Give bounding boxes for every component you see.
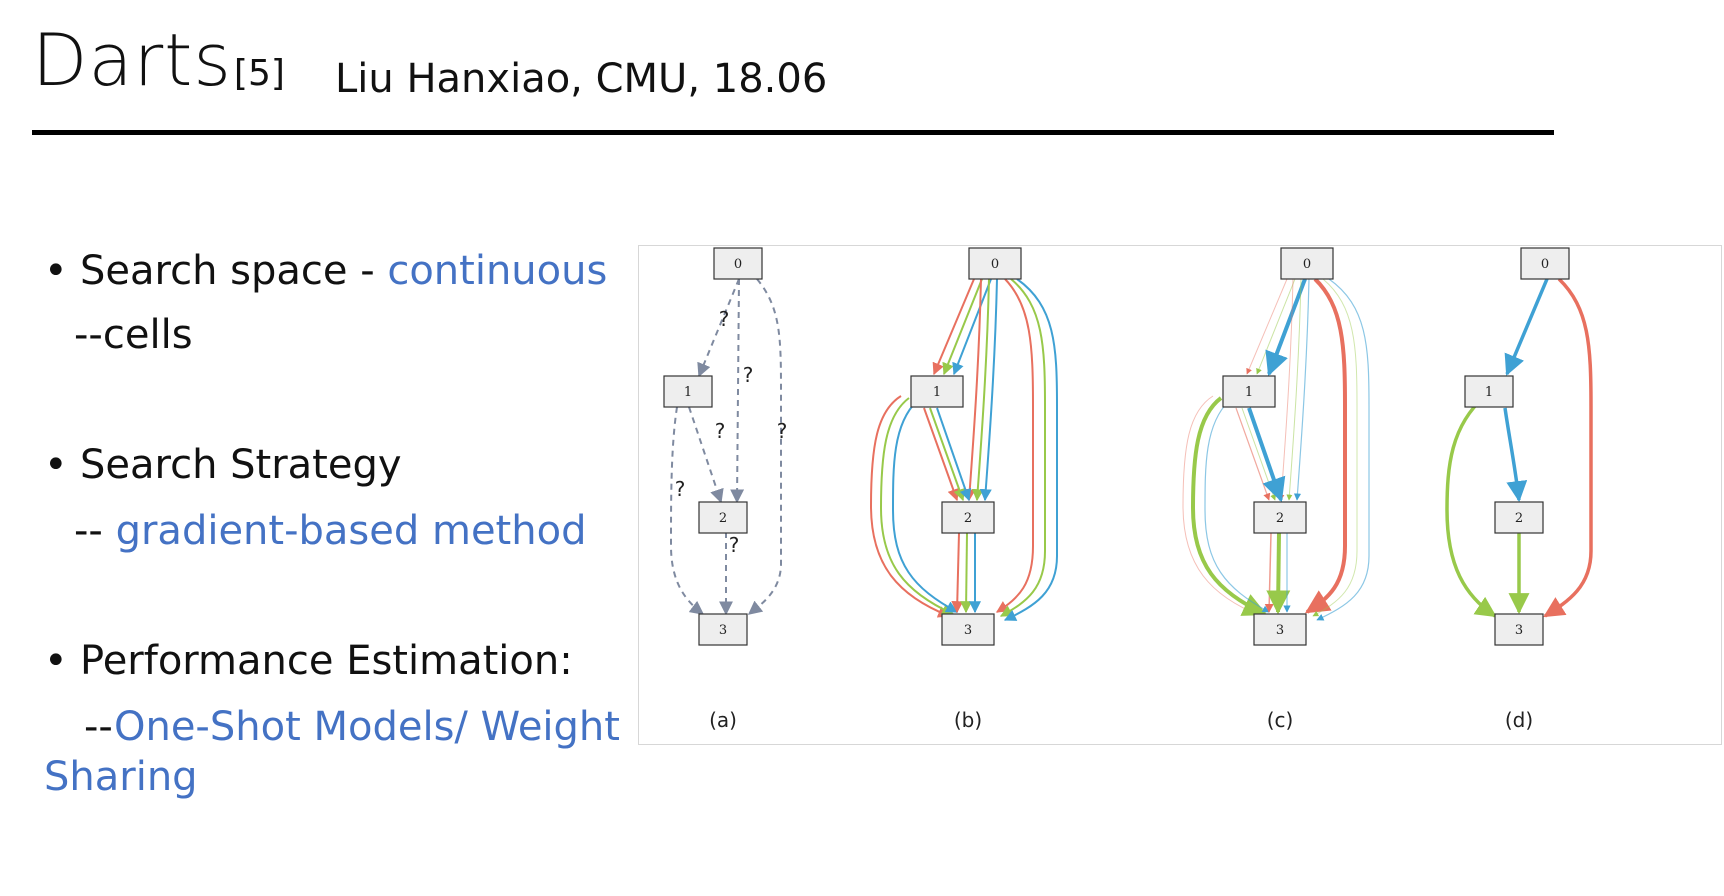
sub-prefix: -- <box>84 704 114 750</box>
bullet-search-space: • Search space - continuous <box>44 248 607 294</box>
node-1 <box>1222 375 1276 408</box>
bullet-sub-one-shot: --One-Shot Models/ Weight <box>84 704 620 750</box>
node-0 <box>1520 247 1570 280</box>
node-label: 2 <box>1515 511 1523 526</box>
node-1 <box>1464 375 1514 408</box>
panel-caption: (d) <box>1505 708 1533 732</box>
bullet-sub-cells: --cells <box>74 312 193 358</box>
bullet-sub-sharing: Sharing <box>44 754 198 800</box>
node-3 <box>698 613 748 646</box>
node-0 <box>968 247 1022 280</box>
panel-caption: (a) <box>709 708 737 732</box>
node-label: 3 <box>719 623 727 638</box>
node-label: 3 <box>1515 623 1523 638</box>
edge-0-2 <box>730 278 745 504</box>
cell-diagram: ? ? ? ? ? ? 0 1 2 3 (a) <box>663 247 1593 732</box>
bullet-dot: • <box>44 248 68 294</box>
bullet-dot: • <box>44 442 68 488</box>
node-label: 3 <box>964 623 972 638</box>
node-label: 0 <box>1303 257 1311 272</box>
bullet-sub-strategy: -- gradient-based method <box>74 508 586 554</box>
bullet-accent: continuous <box>387 248 608 294</box>
node-label: 3 <box>1276 623 1284 638</box>
node-label: 2 <box>719 511 727 526</box>
node-0 <box>713 247 763 280</box>
node-1 <box>663 375 713 408</box>
title-text: Darts <box>32 18 232 102</box>
sub-accent: One-Shot Models/ Weight <box>113 704 620 750</box>
edge-mark: ? <box>719 307 730 331</box>
panel-b: 0 1 2 3 (b) <box>869 247 1058 732</box>
node-label: 1 <box>684 385 692 400</box>
bullet-label: Performance Estimation: <box>80 638 573 684</box>
slide-subtitle: Liu Hanxiao, CMU, 18.06 <box>335 56 828 102</box>
edge-0-3 <box>747 278 782 615</box>
edge-mark: ? <box>743 363 754 387</box>
node-2 <box>1253 501 1307 534</box>
sub-accent: gradient-based method <box>115 508 587 554</box>
edge-mark: ? <box>777 419 788 443</box>
darts-cell-figure: ? ? ? ? ? ? 0 1 2 3 (a) <box>638 245 1722 745</box>
node-label: 2 <box>1276 511 1284 526</box>
edge-1-3 <box>669 406 705 615</box>
node-label: 2 <box>964 511 972 526</box>
node-label: 0 <box>991 257 999 272</box>
node-2 <box>1494 501 1544 534</box>
bullet-performance: • Performance Estimation: <box>44 638 573 684</box>
title-reference: [5] <box>233 53 285 94</box>
edge-1-2 <box>688 406 724 504</box>
edge-mark: ? <box>729 533 740 557</box>
node-3 <box>1494 613 1544 646</box>
node-label: 0 <box>734 257 742 272</box>
edge-0-1 <box>1504 278 1549 376</box>
node-3 <box>941 613 995 646</box>
bullet-search-strategy: • Search Strategy <box>44 442 402 488</box>
edge-1-3 <box>1445 394 1497 618</box>
bullet-dot: • <box>44 638 68 684</box>
node-2 <box>941 501 995 534</box>
edge-mark: ? <box>715 419 726 443</box>
node-1 <box>910 375 964 408</box>
title-divider <box>32 130 1554 135</box>
panel-caption: (b) <box>954 708 982 732</box>
edge-0-3 <box>1543 277 1593 618</box>
panel-a: ? ? ? ? ? ? 0 1 2 3 (a) <box>663 247 788 732</box>
edge-1-2 <box>1503 407 1528 503</box>
bullet-label: Search space - <box>80 248 388 294</box>
node-label: 1 <box>1485 385 1493 400</box>
edge-mark: ? <box>675 477 686 501</box>
node-label: 1 <box>1245 385 1253 400</box>
node-label: 0 <box>1541 257 1549 272</box>
sub-prefix: -- <box>74 508 116 554</box>
node-0 <box>1280 247 1334 280</box>
node-label: 1 <box>933 385 941 400</box>
panel-caption: (c) <box>1267 708 1294 732</box>
panel-c: 0 1 2 3 (c) <box>1182 247 1370 732</box>
bullet-label: Search Strategy <box>80 442 402 488</box>
node-3 <box>1253 613 1307 646</box>
slide-title: Darts[5] <box>32 18 285 108</box>
panel-d: 0 1 2 3 (d) <box>1445 247 1593 732</box>
node-2 <box>698 501 748 534</box>
